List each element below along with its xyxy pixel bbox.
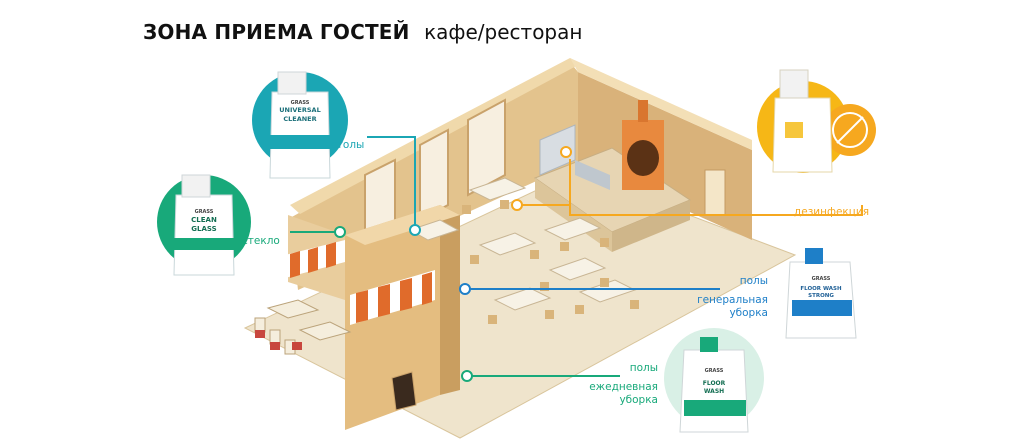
window — [467, 98, 506, 197]
awning-right — [350, 270, 435, 325]
universal-cleaner-product — [252, 71, 348, 179]
label-disinfection: дезинфекция — [794, 206, 870, 218]
floors-daily-line1: полы — [629, 362, 658, 374]
terrace-furniture — [254, 299, 352, 355]
universal-line1: UNIVERSAL — [279, 106, 320, 114]
page-title: ЗОНА ПРИЕМА ГОСТЕЙ кафе/ресторан — [143, 20, 582, 44]
menu-signboard — [391, 371, 417, 411]
floor-wash-brand: GRASS — [705, 368, 724, 374]
disinfection-product — [757, 69, 876, 173]
label-floors-daily: полы ежедневная уборка — [570, 362, 658, 407]
awning-left — [285, 240, 345, 278]
floor-strong-line2: STRONG — [808, 293, 834, 299]
line-tables — [367, 136, 416, 225]
floor-wash-strong-product — [785, 248, 857, 339]
label-glass: стекло — [242, 235, 280, 247]
title-sub: кафе/ресторан — [424, 20, 583, 44]
floor-wash-line2: WASH — [704, 388, 724, 395]
floor-strong-line1: FLOOR WASH — [800, 286, 842, 292]
floor-wash-line1: FLOOR — [703, 380, 726, 387]
label-floors-general: полы генеральная уборка — [680, 275, 768, 320]
label-tables: столы — [331, 139, 365, 151]
floor-strong-brand: GRASS — [812, 276, 831, 282]
clean-glass-product — [157, 174, 251, 276]
line-disinfection — [569, 159, 863, 216]
glass-brand: GRASS — [195, 209, 214, 215]
front-wall — [345, 205, 440, 430]
floors-daily-line2: ежедневная — [589, 381, 658, 393]
floors-general-line3: уборка — [729, 307, 768, 319]
floors-daily-line3: уборка — [619, 394, 658, 406]
floor-wash-product — [664, 328, 764, 433]
universal-brand: GRASS — [291, 100, 310, 106]
floors-general-line1: полы — [739, 275, 768, 287]
window — [419, 128, 449, 222]
title-main: ЗОНА ПРИЕМА ГОСТЕЙ — [143, 20, 410, 44]
chairs — [462, 200, 639, 324]
glass-line2: GLASS — [191, 225, 216, 233]
floors-general-line2: генеральная — [697, 294, 768, 306]
glass-line1: CLEAN — [191, 216, 217, 224]
universal-line2: CLEANER — [283, 115, 316, 123]
